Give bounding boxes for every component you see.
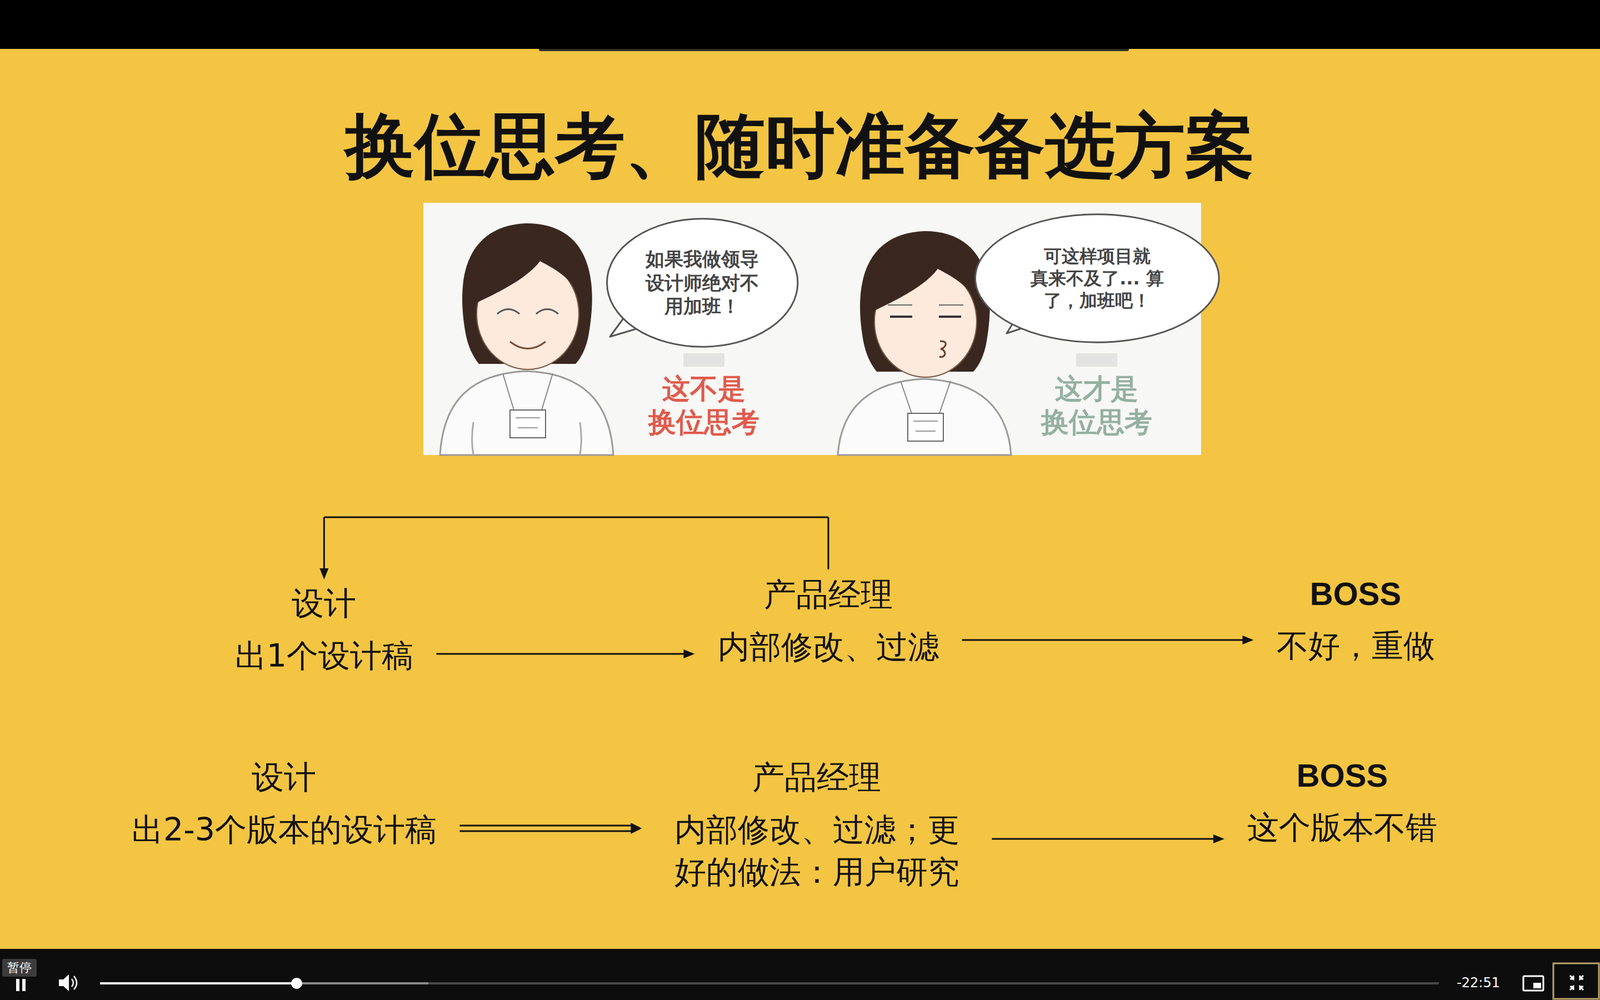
- bubble-text: 如果我做领导 设计师绝对不 用加班！: [640, 247, 764, 319]
- caption-text: 这不是 换位思考: [640, 372, 768, 439]
- pip-icon: [1523, 976, 1544, 991]
- flow-step: 产品经理内部修改、过滤: [717, 575, 940, 668]
- lanyard: [900, 381, 951, 414]
- speaker: [58, 974, 69, 992]
- sound-waves: [71, 976, 77, 990]
- top-bar: [0, 0, 1600, 49]
- lanyard: [502, 373, 553, 410]
- control-bar: [0, 948, 1600, 1000]
- step-heading: 设计: [130, 757, 438, 799]
- step-heading: BOSS: [1276, 573, 1436, 615]
- speech-bubble: 如果我做领导 设计师绝对不 用加班！: [605, 216, 800, 350]
- blur-patch: [683, 353, 725, 367]
- flow-step: 设计出1个设计稿: [233, 583, 414, 677]
- exit-fullscreen-icon: [1570, 975, 1584, 990]
- flow-step: BOSS 这个版本不错: [1246, 755, 1438, 849]
- flow-arrow: [962, 635, 1254, 645]
- pip-inset: [1533, 982, 1542, 989]
- slide-title: 换位思考、随时准备备选方案: [0, 103, 1600, 188]
- arrowhead: [319, 568, 329, 580]
- flow-arrow: [319, 517, 829, 580]
- flow-arrow: [459, 822, 642, 834]
- progress-knob: [291, 977, 303, 989]
- flow-step: 产品经理内部修改、过滤；更 好的做法：用户研究: [663, 757, 970, 894]
- arrowhead: [683, 649, 695, 659]
- volume-icon: [58, 974, 77, 992]
- connector-line: [436, 653, 685, 655]
- eyes: [497, 309, 559, 315]
- arrowhead: [630, 822, 642, 834]
- connector-line: [459, 830, 632, 833]
- step-body: 不好，重做: [1276, 624, 1436, 668]
- squint-eyes: [890, 315, 962, 318]
- step-heading: 设计: [233, 583, 414, 625]
- focus-box: [1553, 963, 1599, 999]
- bubble-ellipse: [975, 214, 1220, 343]
- bubble-ellipse: [606, 218, 798, 347]
- badge: [510, 410, 546, 438]
- connector-line: [827, 517, 830, 570]
- body: [440, 371, 614, 455]
- flow-step: 设计出2-3个版本的设计稿: [130, 757, 438, 851]
- connector-line: [962, 639, 1244, 642]
- badge-lines: [913, 421, 938, 432]
- speech-bubble: 可这样项目就 真来不及了... 算 了，加班吧！: [972, 211, 1222, 345]
- bangs: [873, 240, 980, 311]
- pause-icon: [22, 978, 26, 992]
- step-body: 出2-3个版本的设计稿: [130, 808, 438, 852]
- step-body: 内部修改、过滤: [717, 625, 940, 669]
- time-remaining: -22:51: [1456, 975, 1500, 991]
- pause-icon: [16, 978, 20, 992]
- body: [837, 378, 1012, 455]
- badge-lines: [515, 417, 540, 428]
- bangs: [476, 232, 582, 303]
- blur-patch: [1076, 353, 1118, 367]
- brows: [887, 304, 964, 306]
- pip-frame: [1523, 976, 1544, 991]
- mouth: [510, 341, 546, 349]
- played-bar: [100, 982, 297, 985]
- arrowhead: [1213, 834, 1225, 844]
- connector-line: [991, 838, 1215, 840]
- step-heading: 产品经理: [663, 757, 970, 799]
- connector-line: [459, 825, 632, 827]
- tooltip: 暂停: [2, 958, 37, 977]
- flow-arrow: [436, 649, 695, 659]
- step-body: 出1个设计稿: [233, 634, 414, 678]
- caption-text: 这才是 换位思考: [1032, 372, 1161, 439]
- connector-line: [323, 516, 829, 519]
- step-heading: 产品经理: [717, 575, 940, 616]
- flow-step: BOSS 不好，重做: [1276, 573, 1436, 667]
- badge: [907, 413, 944, 442]
- buffered-bar: [100, 982, 429, 985]
- cartoon-designer: [440, 223, 614, 455]
- flow-arrow: [991, 834, 1225, 844]
- arrowhead: [1242, 635, 1254, 645]
- connector-line: [323, 517, 325, 570]
- step-body: 这个版本不错: [1246, 806, 1438, 849]
- step-body: 内部修改、过滤；更 好的做法：用户研究: [665, 808, 969, 894]
- bubble-text: 可这样项目就 真来不及了... 算 了，加班吧！: [1017, 245, 1178, 312]
- pout-mouth: [939, 341, 946, 357]
- step-heading: BOSS: [1246, 755, 1438, 797]
